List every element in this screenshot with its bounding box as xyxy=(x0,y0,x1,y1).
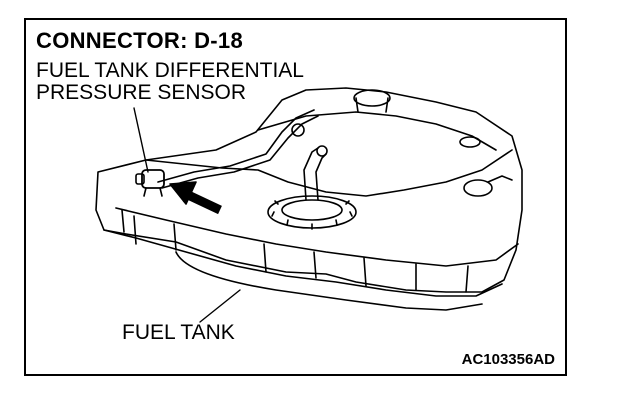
tank-rib xyxy=(121,209,177,251)
valve-right-pipe xyxy=(487,175,513,183)
valve-right xyxy=(463,179,493,197)
vent-right xyxy=(459,136,481,148)
tank-leader-line xyxy=(199,289,241,323)
connector-title: CONNECTOR: D-18 xyxy=(36,28,244,53)
fuel-tank-label: FUEL TANK xyxy=(122,321,235,344)
filler-neck-body xyxy=(355,97,389,113)
tank-lower-edge xyxy=(115,207,519,267)
tank-lower-skirt xyxy=(103,229,503,297)
pressure-sensor xyxy=(135,169,165,197)
tank-top-surface xyxy=(257,111,497,151)
pointer-arrow-head xyxy=(169,181,197,205)
vapor-hose-edge xyxy=(161,115,319,189)
pump-flange-inner xyxy=(281,199,343,221)
pointer-arrow-shaft xyxy=(184,189,222,215)
sensor-label: FUEL TANK DIFFERENTIAL PRESSURE SENSOR xyxy=(36,60,304,104)
sensor-label-line1: FUEL TANK DIFFERENTIAL xyxy=(36,59,304,82)
pump-bolts xyxy=(271,200,353,230)
pump-outlet-cap xyxy=(316,145,328,157)
tank-side-bulge xyxy=(175,251,483,311)
tank-outline xyxy=(95,87,523,293)
sensor-label-line2: PRESSURE SENSOR xyxy=(36,81,247,104)
vapor-hose xyxy=(157,109,315,183)
tank-top-ridge xyxy=(145,149,513,197)
sensor-leader-line xyxy=(133,107,149,173)
tank-rib xyxy=(263,243,469,293)
fuel-tank-illustration xyxy=(95,87,523,323)
filler-neck xyxy=(353,89,391,107)
filler-port xyxy=(291,123,305,137)
figure-code: AC103356AD xyxy=(461,351,555,368)
diagram-frame: CONNECTOR: D-18 FUEL TANK DIFFERENTIAL P… xyxy=(24,18,567,376)
